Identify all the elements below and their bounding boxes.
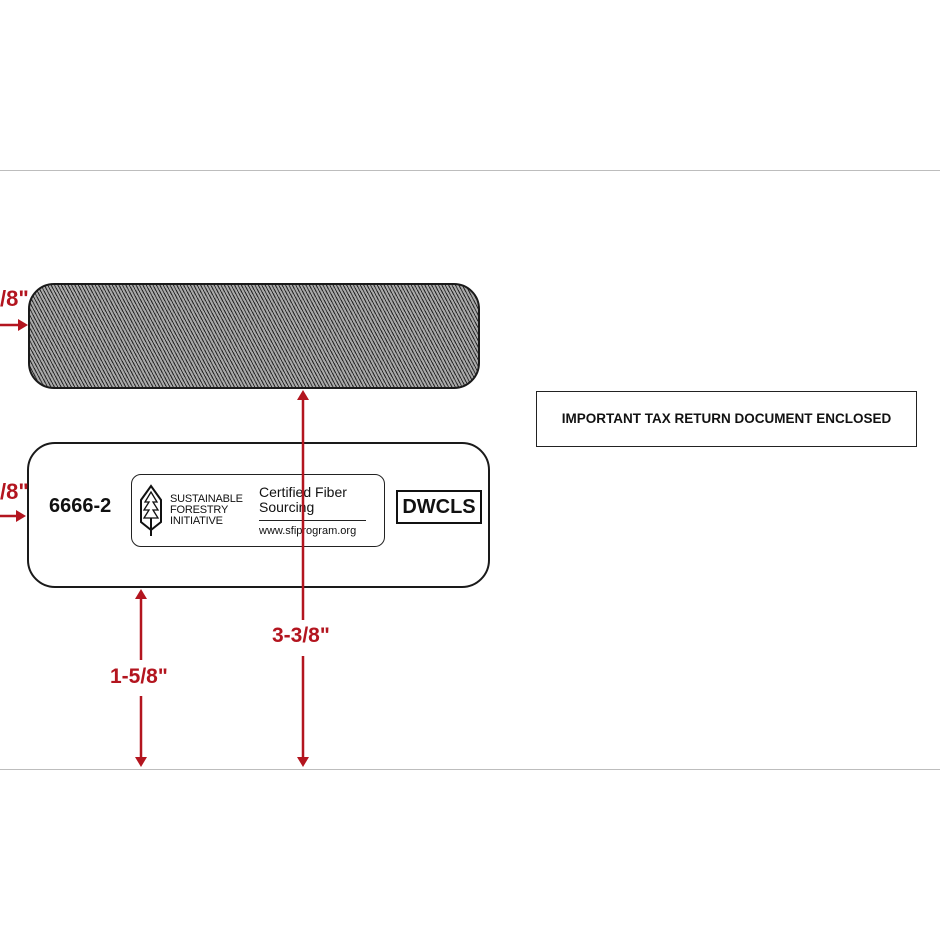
dimension-label-lower-window: 1-5/8" bbox=[110, 665, 168, 688]
tree-icon bbox=[140, 484, 162, 536]
sfi-claim-line: Certified Fiber bbox=[259, 484, 347, 500]
dimension-label-upper-window: 3-3/8" bbox=[272, 624, 330, 647]
dimension-arrow-middle-left bbox=[0, 510, 26, 522]
sfi-certification-label: SUSTAINABLE FORESTRY INITIATIVE Certifie… bbox=[131, 474, 385, 547]
sfi-org-line: INITIATIVE bbox=[170, 515, 223, 527]
envelope-bottom-edge bbox=[0, 769, 940, 770]
sfi-claim: Certified Fiber Sourcing bbox=[259, 485, 371, 515]
sfi-org-line: SUSTAINABLE bbox=[170, 493, 243, 505]
sfi-claim-line: Sourcing bbox=[259, 499, 315, 515]
sfi-url: www.sfiprogram.org bbox=[259, 525, 357, 537]
form-number: 6666-2 bbox=[49, 495, 112, 517]
envelope-top-edge bbox=[0, 170, 940, 171]
product-code-box: DWCLS bbox=[396, 490, 482, 524]
dimension-label-top-cut: /8" bbox=[0, 286, 29, 311]
sfi-divider bbox=[259, 520, 366, 521]
upper-window-hatched bbox=[28, 283, 480, 389]
dimension-arrow-top-left bbox=[0, 319, 28, 331]
sfi-org-line: FORESTRY bbox=[170, 504, 229, 516]
tax-notice-box: IMPORTANT TAX RETURN DOCUMENT ENCLOSED bbox=[536, 391, 917, 447]
dimension-label-middle-cut: /8" bbox=[0, 479, 29, 504]
sfi-organization-name: SUSTAINABLE FORESTRY INITIATIVE bbox=[170, 494, 254, 527]
